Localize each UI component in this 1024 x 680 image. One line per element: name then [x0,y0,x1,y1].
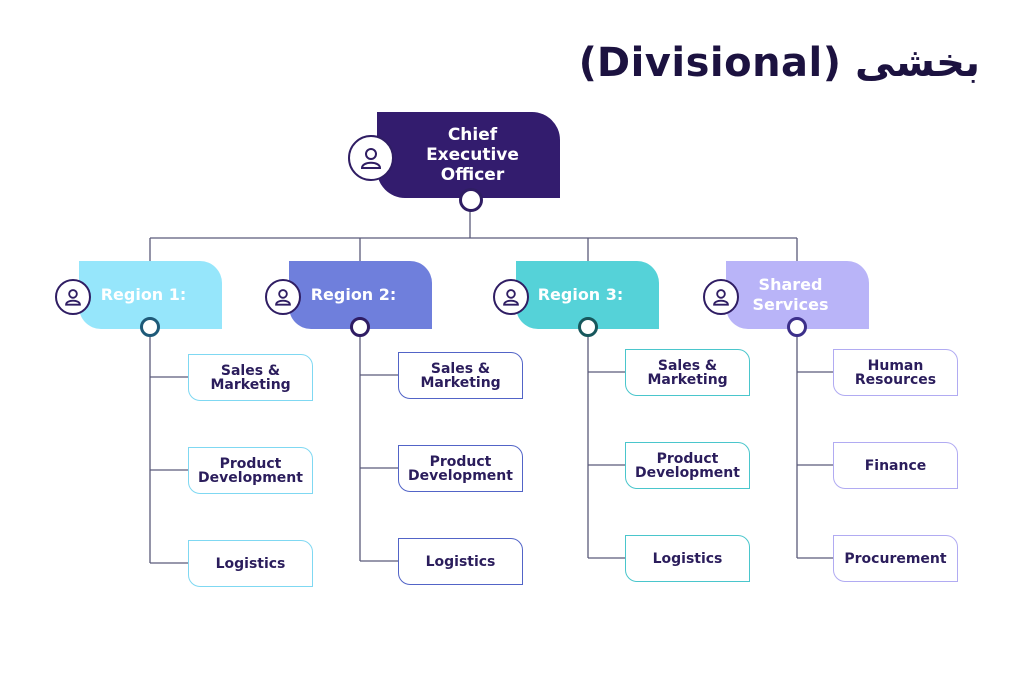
shared-services-label: Shared Services [752,275,829,314]
procurement-node: Procurement [833,535,958,582]
ceo-connector-dot [459,188,483,212]
region-2-dot [350,317,370,337]
region-1-sales-marketing: Sales & Marketing [188,354,313,401]
ceo-label: Chief Executive Officer [426,125,519,185]
region-1-logistics: Logistics [188,540,313,587]
region-1-dot [140,317,160,337]
region-3-logistics: Logistics [625,535,750,582]
region-2-product-development: Product Development [398,445,523,492]
region-3-product-development: Product Development [625,442,750,489]
region-3-dot [578,317,598,337]
shared-services-dot [787,317,807,337]
region-2-logistics: Logistics [398,538,523,585]
page-title: بخشی (Divisional) [578,40,980,86]
human-resources-node: Human Resources [833,349,958,396]
ceo-node: Chief Executive Officer [377,112,560,198]
finance-node: Finance [833,442,958,489]
user-icon [55,279,91,315]
region-2-sales-marketing: Sales & Marketing [398,352,523,399]
user-icon [703,279,739,315]
region-3-sales-marketing: Sales & Marketing [625,349,750,396]
region-1-product-development: Product Development [188,447,313,494]
region-3-label: Region 3: [537,285,624,304]
user-icon [493,279,529,315]
region-2-label: Region 2: [310,285,397,304]
user-icon [348,135,394,181]
user-icon [265,279,301,315]
region-1-label: Region 1: [100,285,187,304]
